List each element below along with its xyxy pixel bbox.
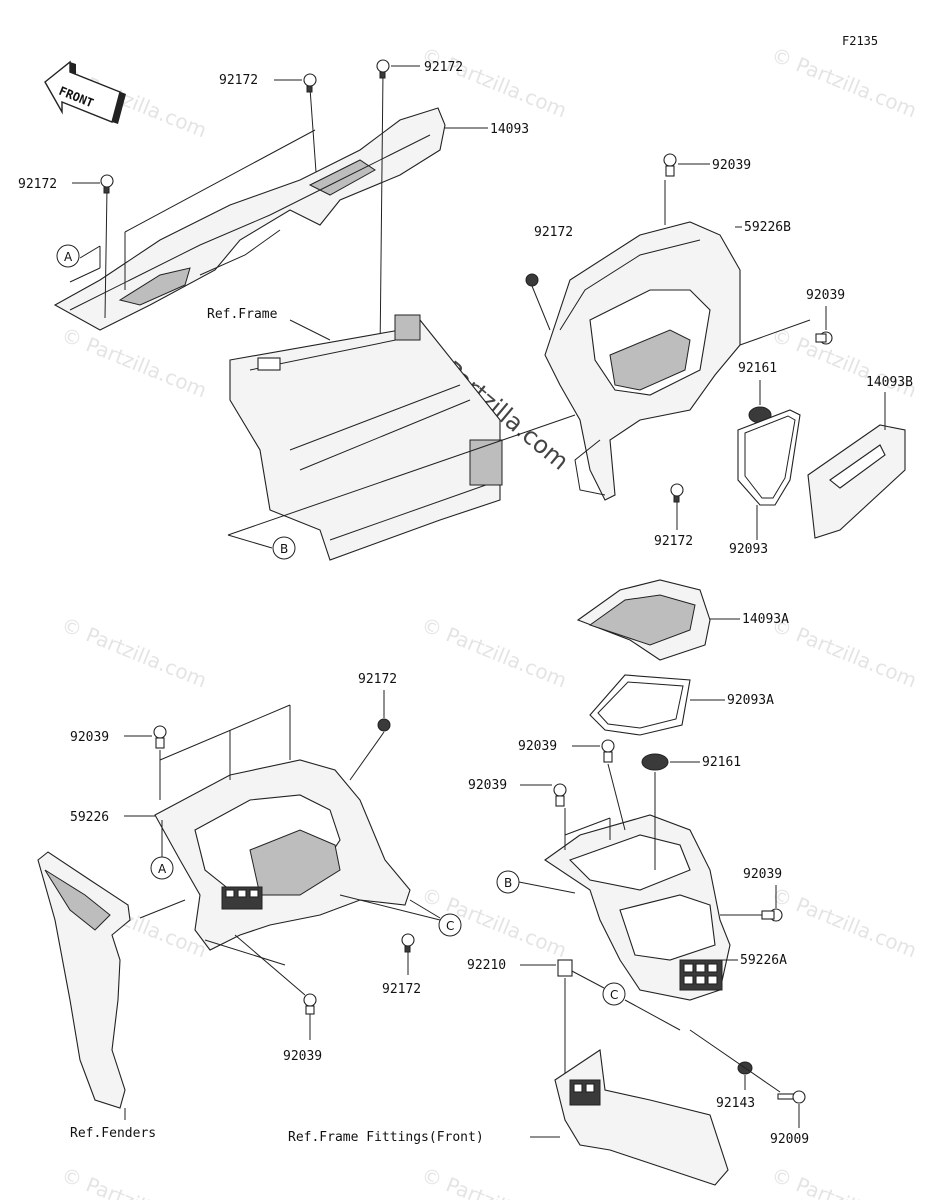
part-92093A-seal <box>589 674 691 736</box>
part-92093-seal <box>737 409 801 506</box>
screw-icon <box>376 59 390 79</box>
callout-c: C <box>438 913 462 937</box>
watermark: © Partzilla.com <box>58 322 210 402</box>
screw-icon <box>670 483 684 503</box>
watermark: © Partzilla.com <box>768 612 920 692</box>
part-label-14093A: 14093A <box>742 612 789 627</box>
part-14093-cover <box>53 107 446 331</box>
part-label-14093: 14093 <box>490 122 529 137</box>
part-label-92039: 92039 <box>806 288 845 303</box>
screw-icon <box>303 73 317 93</box>
part-59226B-panel <box>544 221 741 501</box>
svg-text:B: B <box>280 542 288 556</box>
callout-a: A <box>56 244 80 268</box>
part-14093B-lid <box>807 424 906 539</box>
part-label-92039: 92039 <box>518 739 557 754</box>
frame-fitting-reference <box>554 1049 729 1186</box>
callout-b: B <box>272 536 296 560</box>
part-label-92093: 92093 <box>729 542 768 557</box>
part-label-92161: 92161 <box>738 361 777 376</box>
watermark: © Partzilla.com <box>768 322 920 402</box>
fender-reference <box>37 851 131 1109</box>
part-label-14093B: 14093B <box>866 375 913 390</box>
frame-reference <box>229 314 503 561</box>
watermark: © Partzilla.com <box>418 612 570 692</box>
part-label-92172: 92172 <box>18 177 57 192</box>
ref-frame-label: Ref.Frame <box>207 307 278 322</box>
svg-text:C: C <box>446 919 454 933</box>
ref-frame-fittings-label: Ref.Frame Fittings(Front) <box>288 1130 484 1145</box>
part-label-59226B: 59226B <box>744 220 791 235</box>
part-label-92039: 92039 <box>70 730 109 745</box>
part-label-92093A: 92093A <box>727 693 774 708</box>
watermark: © Partzilla.com <box>768 882 920 962</box>
clip-icon <box>601 739 615 763</box>
svg-text:C: C <box>610 988 618 1002</box>
part-label-92172: 92172 <box>219 73 258 88</box>
part-label-92039: 92039 <box>468 778 507 793</box>
clip-icon <box>815 331 833 345</box>
screw-icon <box>401 933 415 953</box>
callout-b: B <box>496 870 520 894</box>
part-label-92039: 92039 <box>283 1049 322 1064</box>
bolt-icon <box>777 1090 806 1104</box>
part-label-92009: 92009 <box>770 1132 809 1147</box>
watermark: © Partzilla.com <box>418 1162 570 1200</box>
part-label-59226: 59226 <box>70 810 109 825</box>
leader-lines <box>69 71 488 356</box>
part-label-92172: 92172 <box>382 982 421 997</box>
callout-c: C <box>602 982 626 1006</box>
part-label-92210: 92210 <box>467 958 506 973</box>
watermark-layer: © Partzilla.com © Partzilla.com © Partzi… <box>58 42 920 1200</box>
part-label-92039: 92039 <box>712 158 751 173</box>
part-label-92172: 92172 <box>534 225 573 240</box>
part-label-59226A: 59226A <box>740 953 787 968</box>
clip-icon <box>663 153 677 177</box>
clip-icon <box>303 993 317 1015</box>
clip-icon <box>761 908 783 922</box>
part-label-92039: 92039 <box>743 867 782 882</box>
watermark: © Partzilla.com <box>58 1162 210 1200</box>
part-label-92161: 92161 <box>702 755 741 770</box>
clip-nut-icon <box>557 959 573 977</box>
watermark: © Partzilla.com <box>418 42 570 122</box>
watermark: © Partzilla.com <box>58 612 210 692</box>
part-59226-panel <box>154 759 411 951</box>
svg-text:A: A <box>158 862 167 876</box>
screw-icon <box>525 273 539 287</box>
front-arrow-icon: FRONT <box>44 60 126 124</box>
part-59226A-panel <box>544 814 731 1001</box>
part-label-92172: 92172 <box>654 534 693 549</box>
callout-a: A <box>150 856 174 880</box>
svg-text:A: A <box>64 250 73 264</box>
watermark: © Partzilla.com <box>768 42 920 122</box>
figure-code: F2135 <box>842 34 878 48</box>
grommet-icon <box>641 753 669 771</box>
part-label-92143: 92143 <box>716 1096 755 1111</box>
part-label-92172: 92172 <box>358 672 397 687</box>
screw-icon <box>377 718 391 732</box>
clip-icon <box>553 783 567 807</box>
ref-fenders-label: Ref.Fenders <box>70 1126 156 1141</box>
screw-icon <box>100 174 114 194</box>
svg-text:B: B <box>504 876 512 890</box>
clip-icon <box>153 725 167 749</box>
part-14093A-lid <box>576 579 711 661</box>
part-label-92172: 92172 <box>424 60 463 75</box>
watermark: © Partzilla.com <box>768 1162 920 1200</box>
